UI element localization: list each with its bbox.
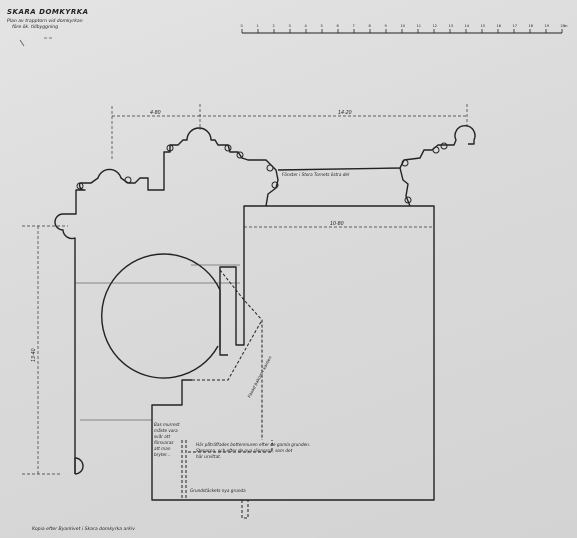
scale-tick-label: 13 bbox=[449, 24, 454, 28]
dim-left-height: 13·40 bbox=[31, 348, 37, 362]
scale-tick-label: 4 bbox=[305, 24, 308, 28]
dimension-lines bbox=[22, 104, 468, 475]
foundation-line-4: försvaras bbox=[154, 440, 174, 445]
drawing-caption: Kopia efter Byarkivet i Skara domkyrka a… bbox=[32, 526, 135, 532]
scale-tick-label: 16 bbox=[497, 24, 502, 28]
pencil-marks bbox=[19, 37, 52, 47]
drawing-title: SKARA DOMKYRKA bbox=[7, 8, 89, 16]
dim-top-left: 4·80 bbox=[150, 110, 161, 116]
foundation-line-1: Bas murrest bbox=[154, 422, 180, 427]
lower-note: Grundstäckets nya grunda bbox=[190, 488, 246, 493]
grave-line-1: Här påträffades bottenmuren efter de gam… bbox=[196, 442, 310, 447]
diagonal-note: Fasad bakom i kanten bbox=[246, 355, 272, 399]
scale-tick-label: 10 bbox=[401, 24, 406, 28]
dim-top-right: 14·20 bbox=[338, 110, 352, 116]
grave-line-3: här urvittat. bbox=[196, 454, 221, 459]
scale-tick-label: 9 bbox=[385, 24, 388, 28]
scale-tick-label: 18 bbox=[529, 24, 534, 28]
foundation-line-3: svår att bbox=[154, 434, 170, 439]
scale-tick-label: 6 bbox=[337, 24, 340, 28]
molding-details bbox=[76, 142, 448, 204]
construction-lines bbox=[75, 264, 240, 421]
dashed-wall-lines bbox=[181, 269, 273, 519]
plan-outline bbox=[54, 124, 476, 501]
foundation-line-6: bryter... bbox=[154, 452, 170, 457]
scale-tick-label: 2 bbox=[273, 24, 275, 28]
south-apse bbox=[74, 457, 84, 475]
scale-tick-label: 7 bbox=[353, 24, 355, 28]
window-note: Fönster i Stora Tornets östra del bbox=[282, 172, 350, 177]
east-profile-wall bbox=[151, 205, 435, 501]
scale-tick-label: 3 bbox=[289, 24, 291, 28]
scale-tick-label: 17 bbox=[513, 24, 518, 28]
stair-tower-circle bbox=[101, 253, 221, 379]
subtitle-line-2: före ök. tillbyggning bbox=[12, 24, 58, 30]
east-step-wall bbox=[399, 167, 411, 207]
scale-tick-label: 11 bbox=[417, 24, 422, 28]
foundation-note: Bas murrest måste vara svår att försvara… bbox=[154, 422, 180, 457]
scale-tick-label: 19 bbox=[545, 24, 550, 28]
scale-tick-label: 0 bbox=[241, 24, 244, 28]
scale-tick-label: 15 bbox=[481, 24, 486, 28]
east-apse bbox=[277, 124, 476, 171]
foundation-line-5: att man bbox=[154, 446, 171, 451]
subtitle-line-1: Plan av trapptorn vid domkyrkan bbox=[7, 18, 83, 24]
north-profile-wall bbox=[54, 127, 279, 474]
dimension-labels: 4·80 14·20 10·80 13·40 bbox=[31, 110, 352, 362]
grave-line-2: Stenarna, och efter de nya rännorna, som… bbox=[196, 448, 293, 453]
scale-tick-label: 8 bbox=[369, 24, 372, 28]
foundation-line-2: måste vara bbox=[154, 428, 178, 433]
scale-tick-label: 5 bbox=[321, 24, 323, 28]
dim-inner-width: 10·80 bbox=[330, 221, 344, 227]
scale-tick-label: 12 bbox=[433, 24, 438, 28]
scale-tick-label: 20 bbox=[561, 24, 566, 28]
scale-unit: m bbox=[564, 24, 568, 28]
scale-tick-label: 1 bbox=[257, 24, 259, 28]
grave-note: Här påträffades bottenmuren efter de gam… bbox=[196, 442, 310, 459]
scale-tick-label: 14 bbox=[465, 24, 470, 28]
